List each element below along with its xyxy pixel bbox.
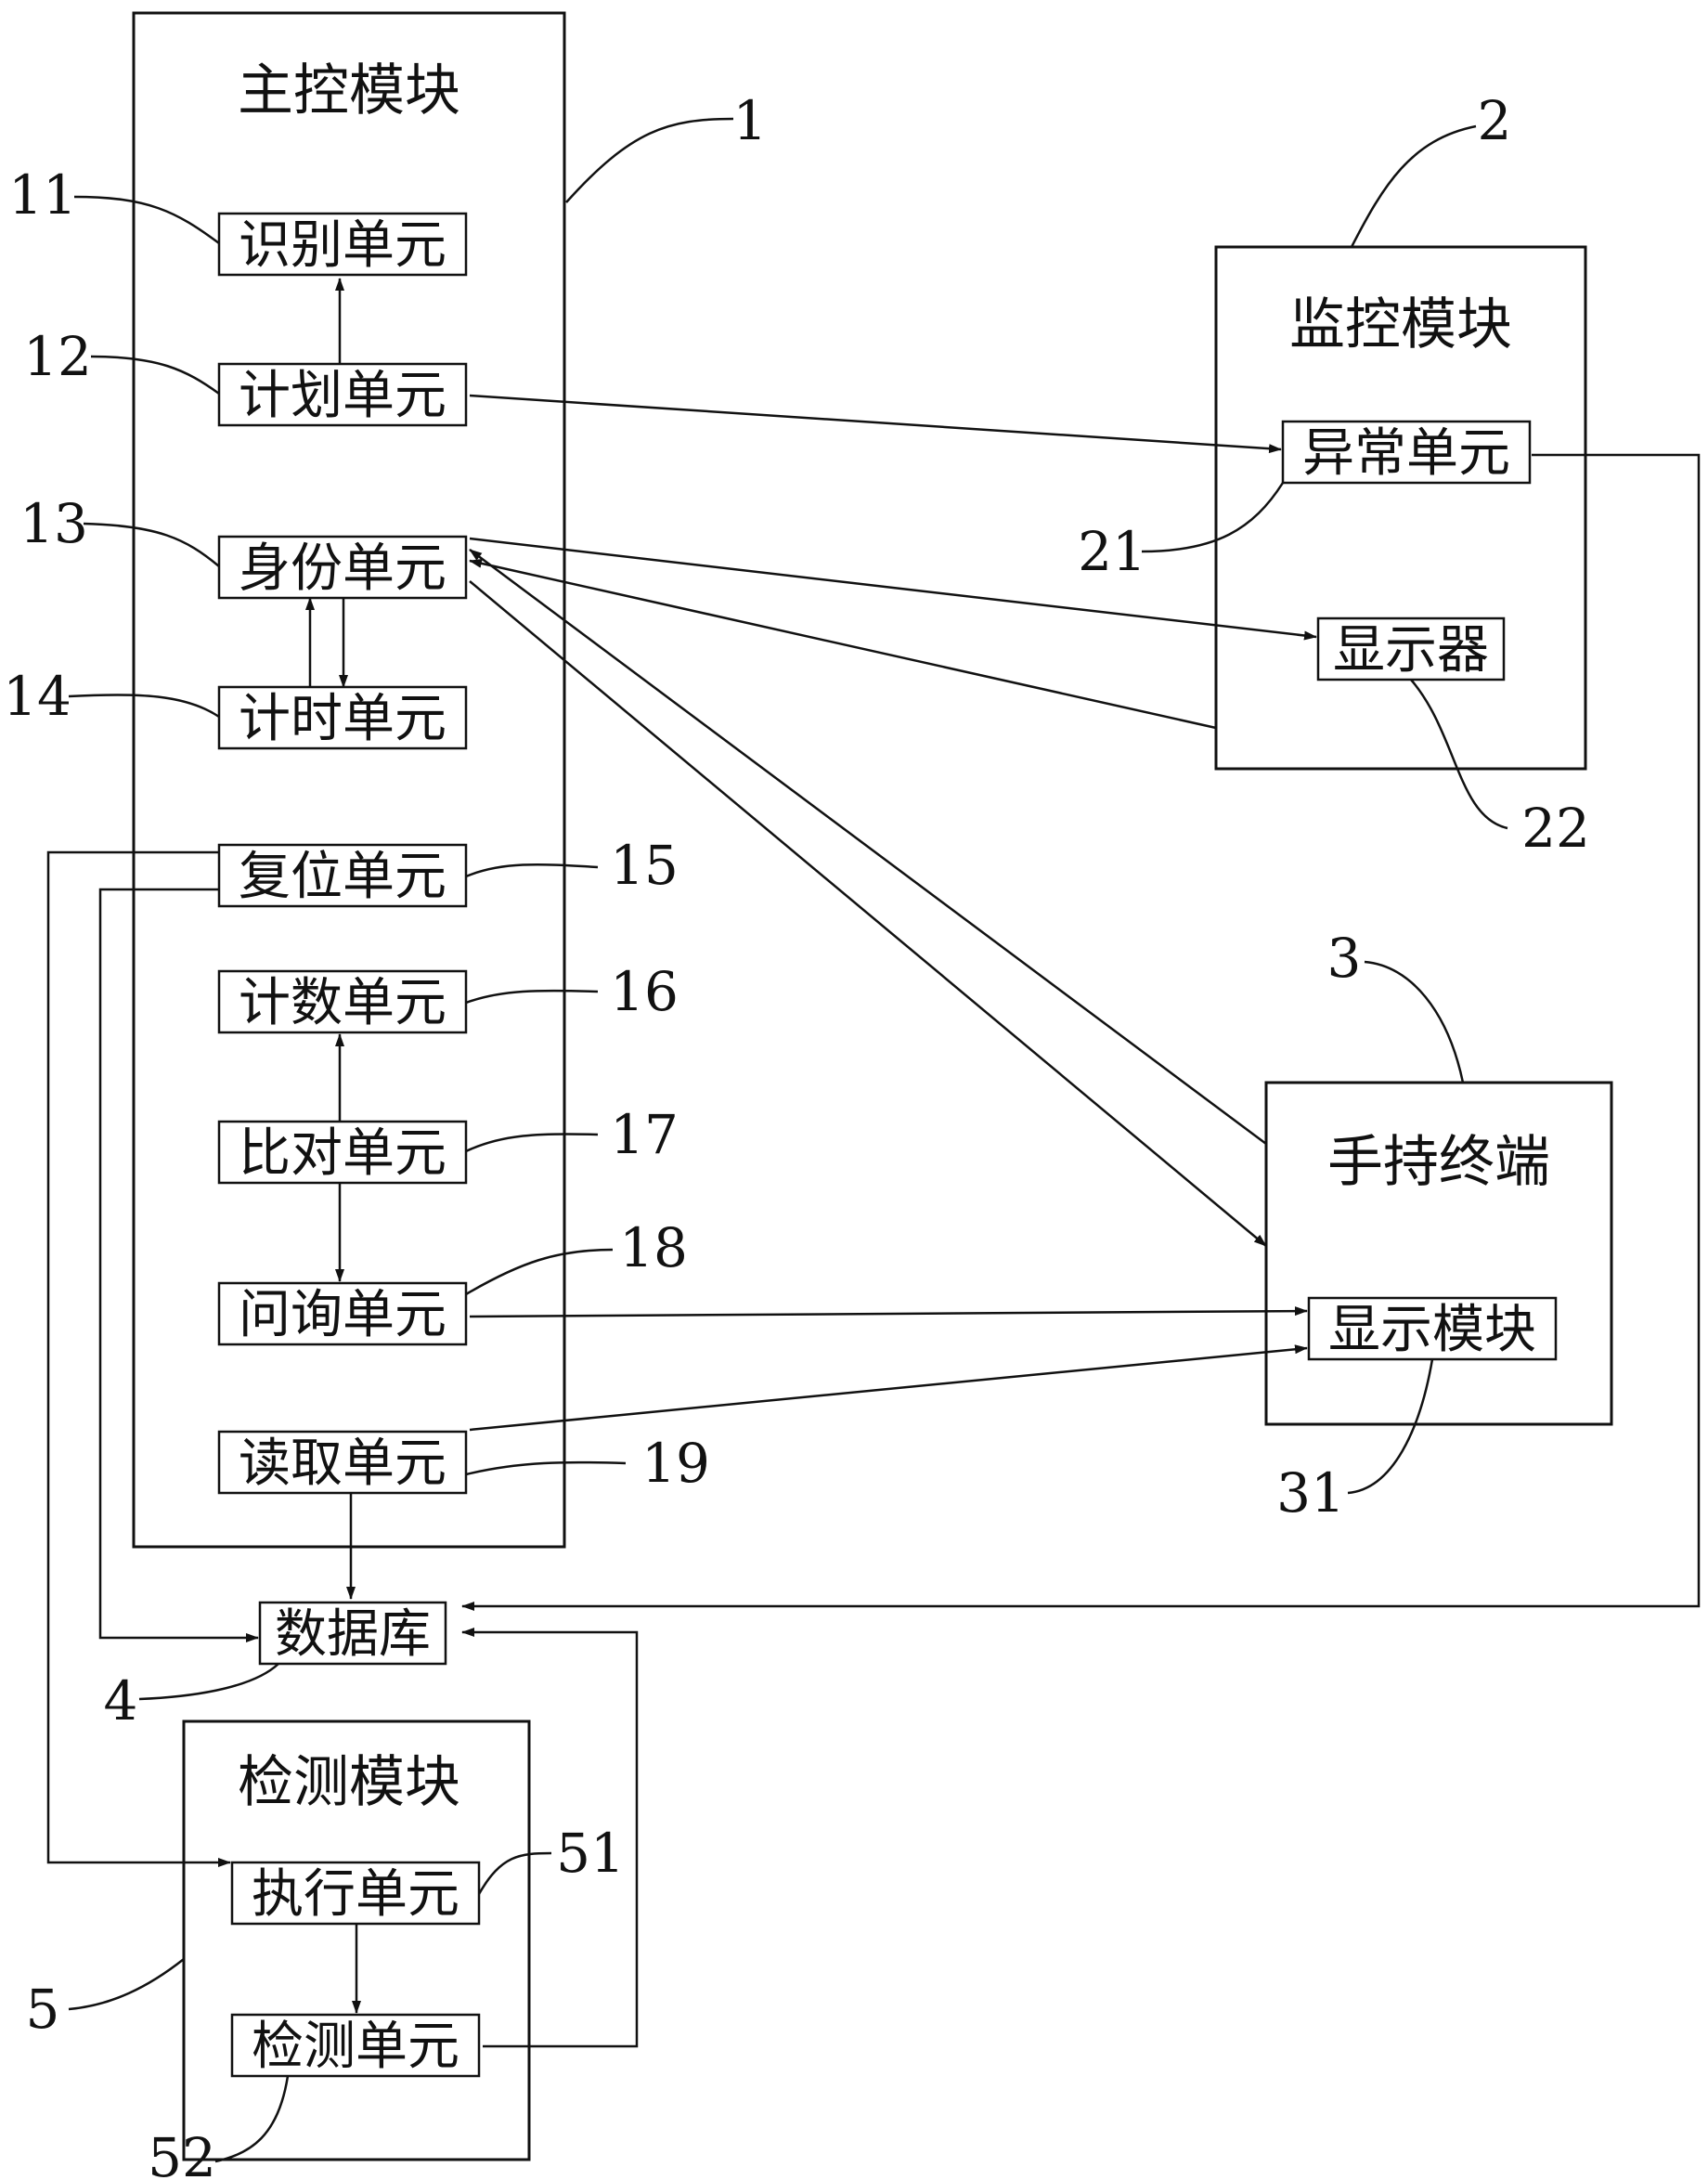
unit-execute-label: 执行单元 <box>252 1864 459 1925</box>
leader-ref-17 <box>466 1134 598 1151</box>
ref-number-3: 3 <box>1327 927 1362 990</box>
ref-number-18: 18 <box>619 1216 688 1279</box>
unit-identify: 识别单元 <box>219 214 466 276</box>
leader-ref-52 <box>215 2076 288 2161</box>
unit-detect: 检测单元 <box>232 2015 479 2077</box>
leader-ref-13 <box>84 524 219 566</box>
handheld-terminal-title: 手持终端 <box>1327 1130 1550 1195</box>
unit-reset-label: 复位单元 <box>239 847 446 907</box>
leader-ref-31 <box>1348 1359 1432 1493</box>
leader-ref-14 <box>69 694 219 717</box>
arrow-plan-to-abnormal <box>470 396 1281 449</box>
unit-plan: 计划单元 <box>219 364 466 426</box>
unit-execute: 执行单元 <box>232 1862 479 1925</box>
unit-database-label: 数据库 <box>275 1604 431 1665</box>
arrow-monitor-to-identity <box>470 561 1216 728</box>
ref-number-4: 4 <box>104 1669 138 1732</box>
monitor-module-title: 监控模块 <box>1289 292 1512 357</box>
leader-ref-11 <box>74 197 219 243</box>
leader-ref-18 <box>466 1250 613 1294</box>
leader-ref-5 <box>69 1959 184 2009</box>
unit-monitor-display: 显示器 <box>1318 618 1504 681</box>
unit-read-label: 读取单元 <box>239 1434 446 1494</box>
unit-database: 数据库 <box>260 1603 446 1665</box>
ref-number-11: 11 <box>8 163 77 227</box>
leader-ref-3 <box>1365 962 1463 1083</box>
leader-ref-51 <box>479 1853 551 1894</box>
leader-ref-1 <box>566 119 733 202</box>
ref-number-22: 22 <box>1521 797 1590 860</box>
main-control-module-title: 主控模块 <box>238 58 460 123</box>
unit-count-label: 计数单元 <box>239 973 446 1033</box>
leader-ref-16 <box>466 991 598 1003</box>
unit-compare: 比对单元 <box>219 1122 466 1184</box>
ref-number-19: 19 <box>641 1432 710 1495</box>
unit-identity: 身份单元 <box>219 537 466 599</box>
ref-number-17: 17 <box>610 1103 679 1166</box>
leader-ref-19 <box>466 1462 626 1474</box>
ref-number-5: 5 <box>26 1978 60 2041</box>
ref-number-51: 51 <box>556 1822 625 1885</box>
unit-detect-label: 检测单元 <box>252 2017 459 2077</box>
leader-ref-15 <box>466 864 598 876</box>
ref-number-21: 21 <box>1078 520 1146 583</box>
ref-number-31: 31 <box>1276 1461 1345 1525</box>
ref-number-52: 52 <box>148 2126 216 2180</box>
unit-display-module-label: 显示模块 <box>1328 1300 1536 1360</box>
ref-number-16: 16 <box>610 960 679 1023</box>
leader-ref-2 <box>1352 126 1476 247</box>
unit-reset: 复位单元 <box>219 845 466 907</box>
leader-ref-12 <box>91 357 219 394</box>
unit-abnormal: 异常单元 <box>1283 422 1530 484</box>
arrow-inquiry-to-display-module <box>470 1311 1307 1317</box>
ref-number-15: 15 <box>610 834 679 897</box>
arrow-identity-to-handheld <box>470 581 1266 1246</box>
unit-inquiry: 问询单元 <box>219 1283 466 1345</box>
arrow-reset-to-execute <box>48 852 230 1862</box>
arrow-handheld-to-identity <box>470 550 1266 1144</box>
unit-monitor-display-label: 显示器 <box>1333 620 1489 681</box>
leader-ref-22 <box>1411 680 1507 828</box>
ref-number-13: 13 <box>19 492 88 555</box>
unit-compare-label: 比对单元 <box>239 1123 446 1184</box>
unit-read: 读取单元 <box>219 1432 466 1494</box>
unit-identity-label: 身份单元 <box>239 539 446 599</box>
arrow-identity-to-display <box>470 539 1316 637</box>
leader-ref-21 <box>1142 483 1283 551</box>
ref-number-1: 1 <box>733 89 768 152</box>
unit-count: 计数单元 <box>219 971 466 1033</box>
ref-number-14: 14 <box>3 665 71 728</box>
leader-ref-4 <box>139 1664 278 1699</box>
unit-timer-label: 计时单元 <box>239 689 446 749</box>
unit-plan-label: 计划单元 <box>239 366 446 426</box>
unit-display-module: 显示模块 <box>1309 1298 1556 1360</box>
unit-timer: 计时单元 <box>219 687 466 749</box>
arrow-read-to-display-module <box>470 1348 1307 1430</box>
unit-inquiry-label: 问询单元 <box>239 1285 446 1345</box>
ref-number-2: 2 <box>1478 89 1512 152</box>
unit-abnormal-label: 异常单元 <box>1302 423 1510 484</box>
unit-identify-label: 识别单元 <box>239 215 446 276</box>
ref-number-12: 12 <box>23 325 92 388</box>
detection-module-title: 检测模块 <box>238 1750 460 1815</box>
